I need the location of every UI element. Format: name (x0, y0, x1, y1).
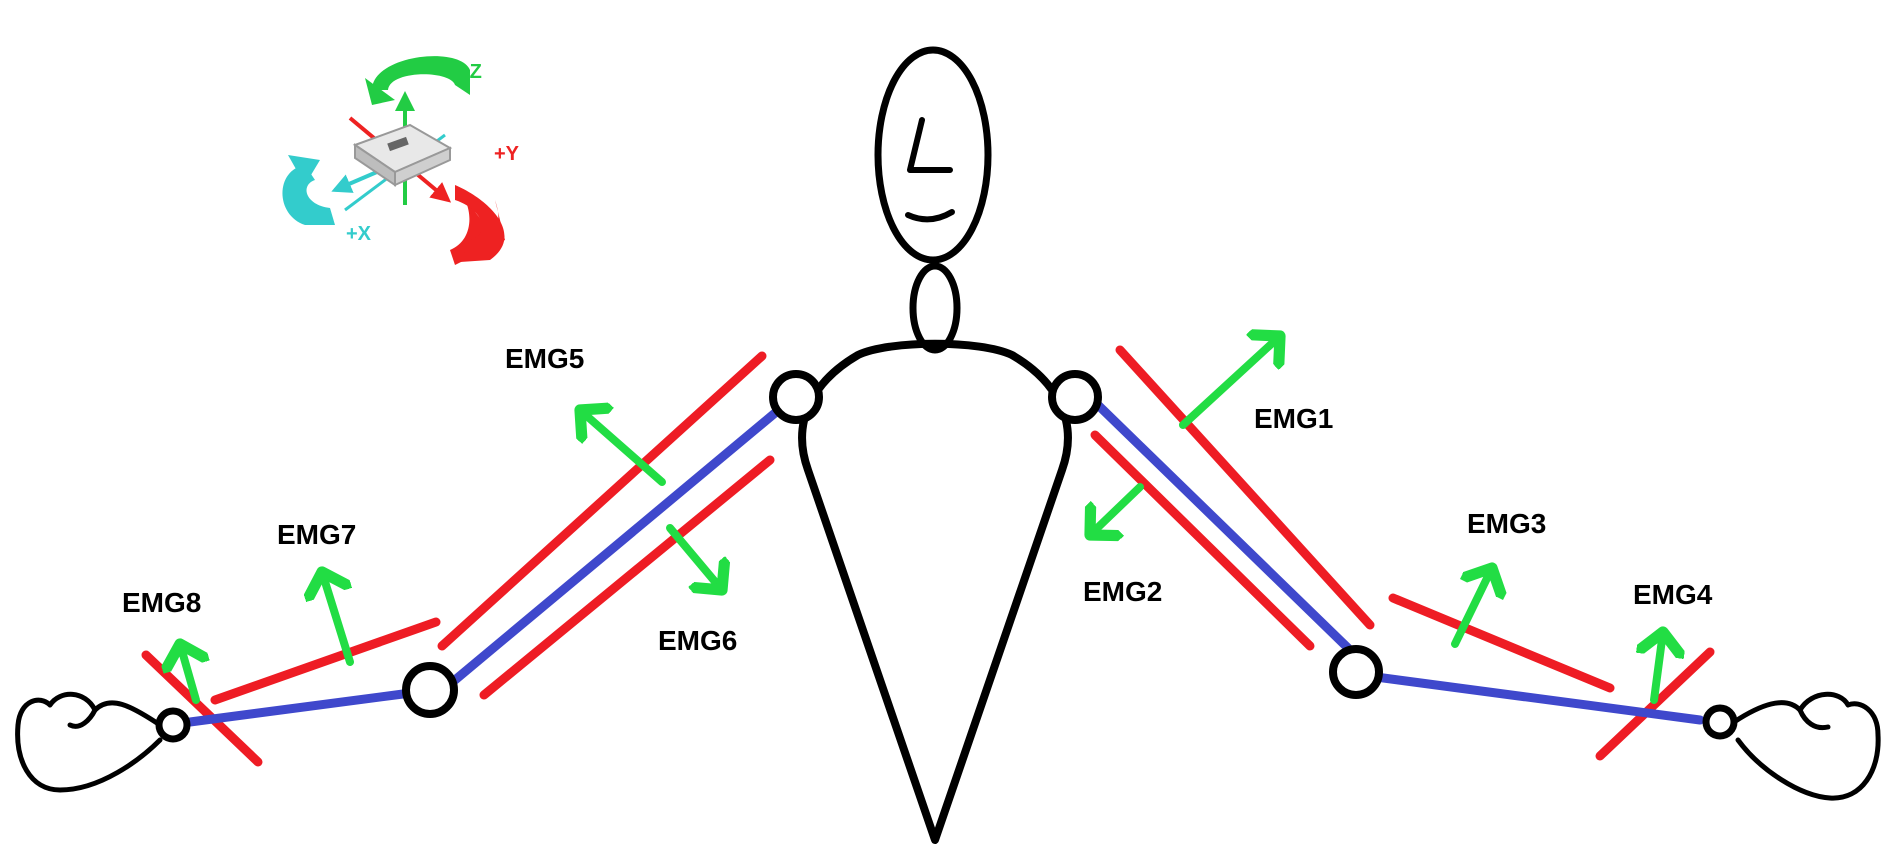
label-emg1: EMG1 (1254, 403, 1333, 434)
muscle-emg5 (437, 351, 767, 651)
face-nose (907, 117, 953, 173)
joint-right-elbow (1329, 645, 1383, 699)
arrow-emg2 (1090, 483, 1144, 535)
direction-arrows (180, 336, 1663, 704)
label-emg2: EMG2 (1083, 576, 1162, 607)
joint-left-shoulder (769, 370, 823, 424)
label-emg4: EMG4 (1633, 579, 1713, 610)
muscle-emg7 (210, 617, 441, 705)
arrow-emg3 (1451, 568, 1492, 648)
joints (155, 370, 1738, 743)
joint-right-shoulder (1048, 370, 1102, 424)
left-hand-finger (67, 707, 98, 729)
imu-sensor-icon (352, 123, 453, 187)
body-figure (798, 46, 1072, 844)
arrow-emg6 (666, 524, 722, 590)
joint-left-wrist (155, 707, 191, 743)
muscle-emg3 (1388, 593, 1615, 693)
emg-labels: EMG1 EMG2 EMG3 EMG4 EMG5 EMG6 EMG7 EMG8 (122, 343, 1713, 656)
arrow-emg5 (580, 410, 666, 486)
label-emg3: EMG3 (1467, 508, 1546, 539)
face-mouth (905, 209, 955, 223)
arrow-emg8 (180, 644, 196, 704)
bone-right-upper-arm (1093, 400, 1355, 655)
x-axis-label: +X (346, 223, 372, 245)
torso (798, 339, 1072, 844)
hands (15, 691, 1881, 801)
label-emg6: EMG6 (658, 625, 737, 656)
muscle-emg1 (1115, 345, 1375, 630)
label-emg7: EMG7 (277, 519, 356, 550)
joint-right-wrist (1702, 704, 1738, 740)
right-hand-finger (1797, 707, 1831, 731)
right-hand (1731, 691, 1881, 801)
label-emg8: EMG8 (122, 587, 201, 618)
z-rotation-arrow (372, 56, 470, 95)
arrow-emg4 (1654, 632, 1663, 704)
z-axis-label: +Z (458, 61, 482, 83)
joint-left-elbow (402, 662, 458, 718)
label-emg5: EMG5 (505, 343, 584, 374)
bone-left-forearm (185, 689, 408, 727)
muscle-emg8 (141, 650, 263, 767)
arrow-emg7 (322, 572, 354, 666)
y-axis-label: +Y (494, 143, 520, 165)
muscle-emg4 (1595, 647, 1715, 761)
x-rotation-arrow (282, 165, 335, 225)
bone-lines (185, 400, 1705, 727)
head (874, 46, 992, 264)
imu-axes-icon: +Z +Y +X (282, 56, 520, 265)
muscle-emg2 (1090, 430, 1315, 651)
bone-left-upper-arm (450, 408, 780, 685)
muscle-emg6 (479, 455, 775, 700)
bone-right-forearm (1371, 672, 1705, 725)
left-hand (15, 691, 163, 793)
arrow-emg1 (1179, 336, 1280, 429)
neck (909, 262, 961, 354)
